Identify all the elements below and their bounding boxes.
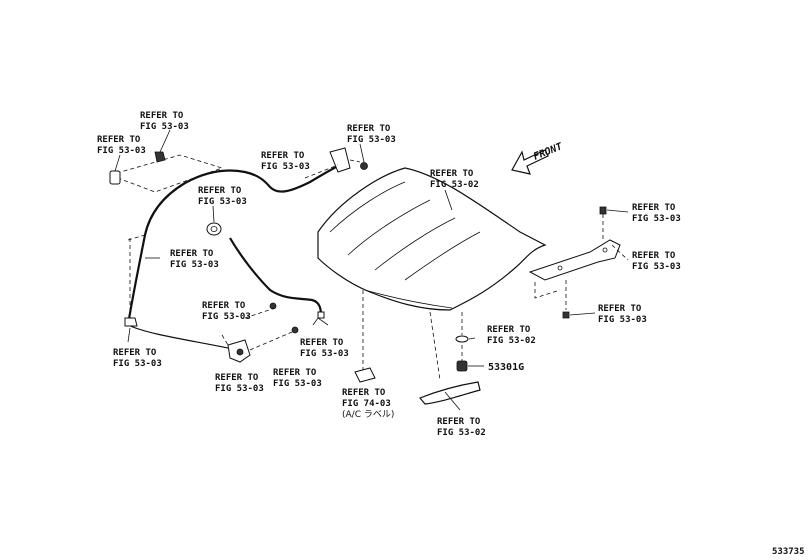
svg-text:FIG 53-03: FIG 53-03	[347, 135, 396, 145]
svg-text:FIG 53-03: FIG 53-03	[140, 122, 189, 132]
grommet-part	[206, 222, 222, 236]
ref-seal-ring: REFER TO FIG 53-02	[487, 325, 536, 346]
ref-label-ac: REFER TO FIG 74-03 (A/C ラベル)	[342, 388, 394, 420]
leader-bolt-top	[359, 143, 365, 163]
dash-box-top-left	[108, 154, 224, 193]
svg-text:FIG 53-03: FIG 53-03	[632, 214, 681, 224]
svg-text:FIG 53-03: FIG 53-03	[300, 349, 349, 359]
svg-text:REFER TO: REFER TO	[487, 325, 531, 335]
diagram-id: 533735	[772, 547, 805, 557]
cable-clip-c	[317, 311, 325, 319]
clip-part-lower-left	[124, 317, 138, 327]
svg-text:FIG 53-03: FIG 53-03	[215, 384, 264, 394]
svg-text:FIG 53-03: FIG 53-03	[170, 260, 219, 270]
ref-insulator: REFER TO FIG 53-02	[437, 417, 486, 438]
ref-grommet: REFER TO FIG 53-03	[198, 186, 247, 207]
svg-text:REFER TO: REFER TO	[215, 373, 259, 383]
leader-clip-left	[127, 327, 131, 343]
insulator-leader-2	[444, 391, 461, 411]
svg-text:REFER TO: REFER TO	[170, 249, 214, 259]
ref-cable-mid: REFER TO FIG 53-03	[170, 249, 219, 270]
lock-bracket-upper	[304, 147, 368, 179]
leader-top-left-a	[159, 129, 171, 153]
cable-clip-b	[291, 326, 299, 334]
svg-text:FIG 53-03: FIG 53-03	[202, 312, 251, 322]
svg-text:FIG 53-03: FIG 53-03	[198, 197, 247, 207]
ref-lock-c: REFER TO FIG 53-03	[273, 368, 322, 389]
svg-text:FIG 53-03: FIG 53-03	[598, 315, 647, 325]
ref-top-left-b: REFER TO FIG 53-03	[97, 135, 146, 156]
svg-text:REFER TO: REFER TO	[430, 169, 474, 179]
svg-text:REFER TO: REFER TO	[632, 251, 676, 261]
dash-left-top	[127, 234, 146, 241]
grommet-inner	[210, 226, 218, 232]
leader-top-left-b	[114, 154, 121, 172]
front-label: FRONT	[532, 141, 565, 163]
svg-text:FIG 53-02: FIG 53-02	[437, 428, 486, 438]
hood-leader	[444, 189, 453, 211]
svg-text:REFER TO: REFER TO	[113, 348, 157, 358]
ref-lock-a: REFER TO FIG 53-03	[300, 338, 349, 359]
svg-text:REFER TO: REFER TO	[632, 203, 676, 213]
clip-part-b	[154, 151, 166, 163]
svg-text:(A/C ラベル): (A/C ラベル)	[342, 409, 394, 420]
ref-hinge-upper: REFER TO FIG 53-03	[261, 151, 310, 172]
clip-c-leader	[312, 317, 329, 326]
leader-seal	[468, 337, 476, 340]
leader-right-bolt	[606, 209, 629, 213]
clip-part-a	[109, 170, 121, 185]
hood-panel	[317, 167, 547, 311]
svg-text:REFER TO: REFER TO	[140, 111, 184, 121]
ref-bolt-top: REFER TO FIG 53-03	[347, 124, 396, 145]
svg-text:REFER TO: REFER TO	[261, 151, 305, 161]
part-number-53301g: 53301G	[488, 362, 524, 373]
hood-release-cable	[126, 164, 341, 326]
svg-text:FIG 53-02: FIG 53-02	[487, 336, 536, 346]
ref-right-bolt: REFER TO FIG 53-03	[632, 203, 681, 224]
leader-grommet	[212, 205, 215, 223]
ref-top-left-a: REFER TO FIG 53-03	[140, 111, 189, 132]
svg-text:FIG 53-03: FIG 53-03	[261, 162, 310, 172]
svg-text:REFER TO: REFER TO	[437, 417, 481, 427]
cable-clip-a	[269, 302, 277, 310]
svg-text:FIG 74-03: FIG 74-03	[342, 399, 391, 409]
cushion-part	[456, 360, 468, 372]
svg-text:REFER TO: REFER TO	[342, 388, 386, 398]
ref-hood: REFER TO FIG 53-02	[430, 169, 479, 190]
svg-text:REFER TO: REFER TO	[273, 368, 317, 378]
svg-text:FIG 53-03: FIG 53-03	[273, 379, 322, 389]
hood-hinge-right	[528, 206, 629, 319]
ref-right-hinge: REFER TO FIG 53-03	[632, 251, 681, 272]
hood-lock-cable	[229, 237, 322, 319]
dash-clip-a	[244, 307, 276, 319]
ref-clip-left: REFER TO FIG 53-03	[113, 348, 162, 369]
svg-text:REFER TO: REFER TO	[300, 338, 344, 348]
ref-lock-b: REFER TO FIG 53-03	[215, 373, 264, 394]
svg-text:REFER TO: REFER TO	[598, 304, 642, 314]
ac-label-part	[354, 367, 376, 383]
svg-text:REFER TO: REFER TO	[198, 186, 242, 196]
hood-lock-part	[221, 331, 293, 363]
svg-text:REFER TO: REFER TO	[97, 135, 141, 145]
insulator-part	[419, 381, 481, 405]
leader-right-lower	[569, 312, 596, 316]
ref-clip-mid: REFER TO FIG 53-03	[202, 301, 251, 322]
cable-lower	[127, 324, 239, 351]
insulator-leader	[429, 311, 441, 381]
svg-text:REFER TO: REFER TO	[347, 124, 391, 134]
ref-right-lower: REFER TO FIG 53-03	[598, 304, 647, 325]
svg-text:FIG 53-03: FIG 53-03	[97, 146, 146, 156]
svg-text:FIG 53-03: FIG 53-03	[632, 262, 681, 272]
seal-ring-part	[455, 335, 469, 343]
svg-text:FIG 53-03: FIG 53-03	[113, 359, 162, 369]
svg-text:REFER TO: REFER TO	[202, 301, 246, 311]
svg-text:FIG 53-02: FIG 53-02	[430, 180, 479, 190]
front-arrow-icon	[511, 149, 549, 175]
